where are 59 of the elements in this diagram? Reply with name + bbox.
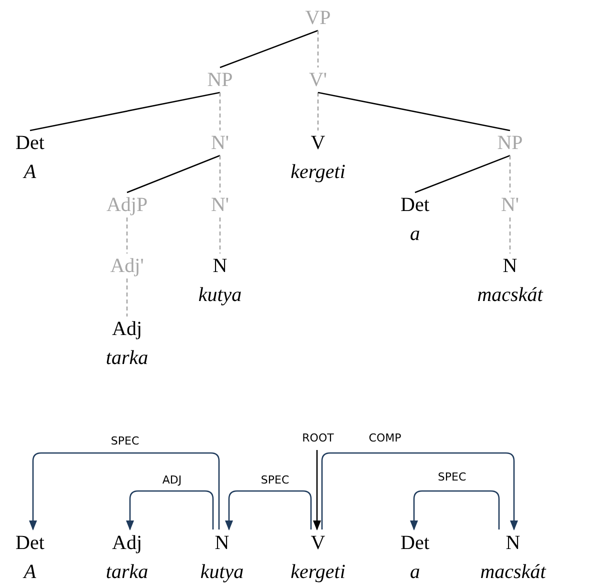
category-label: Adj: [112, 316, 142, 342]
category-label: N': [210, 192, 230, 218]
tree-branch: [318, 92, 510, 132]
tree-branch: [219, 92, 221, 130]
category-label: Adj: [112, 530, 142, 556]
word-label: a: [410, 560, 420, 584]
category-label: Det: [400, 530, 430, 556]
dependency-arrow: [313, 450, 321, 530]
tree-branch: [509, 156, 511, 192]
tree-branch: [220, 30, 318, 68]
category-label: N: [502, 254, 518, 278]
category-label: AdjP: [106, 192, 148, 218]
tree-branch: [414, 154, 510, 194]
category-label: NP: [207, 68, 233, 92]
category-label: VP: [305, 6, 331, 30]
category-label: N: [212, 254, 228, 278]
edge-label: SPEC: [108, 434, 142, 448]
word-label: kergeti: [290, 160, 346, 184]
tree-branch: [126, 154, 220, 194]
category-label: V: [310, 530, 326, 556]
tree-branch: [219, 156, 221, 192]
category-label: Det: [16, 530, 44, 556]
word-label: kutya: [200, 560, 244, 584]
category-label: Det: [400, 192, 430, 218]
word-label: A: [24, 160, 36, 184]
category-label: N': [210, 130, 230, 156]
dependency-arrow: [321, 452, 518, 530]
category-label: Adj': [110, 254, 144, 278]
category-label: Det: [16, 130, 44, 156]
category-label: V': [308, 68, 328, 92]
word-label: macskát: [477, 282, 543, 308]
tree-branch: [30, 92, 220, 132]
word-label: kutya: [198, 282, 242, 308]
tree-branch: [317, 92, 319, 130]
edge-label: SPEC: [436, 470, 468, 484]
dependency-arrow: [29, 452, 220, 530]
category-label: N': [500, 192, 520, 218]
word-label: tarka: [106, 560, 148, 584]
category-label: N: [506, 530, 520, 556]
edge-label: COMP: [366, 432, 404, 444]
edge-label: ADJ: [160, 474, 184, 486]
tree-branch: [219, 218, 221, 254]
category-label: NP: [497, 130, 523, 156]
edge-label: ROOT: [300, 432, 336, 444]
word-label: A: [24, 560, 36, 584]
word-label: a: [410, 222, 420, 246]
word-label: tarka: [106, 346, 148, 370]
word-label: macskát: [480, 560, 546, 584]
category-label: V: [310, 130, 326, 156]
tree-branch: [126, 278, 128, 316]
word-label: kergeti: [290, 560, 346, 584]
dependency-arrow: [225, 490, 312, 530]
tree-branch: [126, 218, 128, 254]
tree-branch: [317, 30, 319, 68]
dependency-arrow: [410, 490, 500, 530]
dependency-arrow: [126, 490, 214, 530]
edge-label: SPEC: [258, 474, 292, 486]
tree-branch: [509, 218, 511, 254]
category-label: N: [214, 530, 230, 556]
